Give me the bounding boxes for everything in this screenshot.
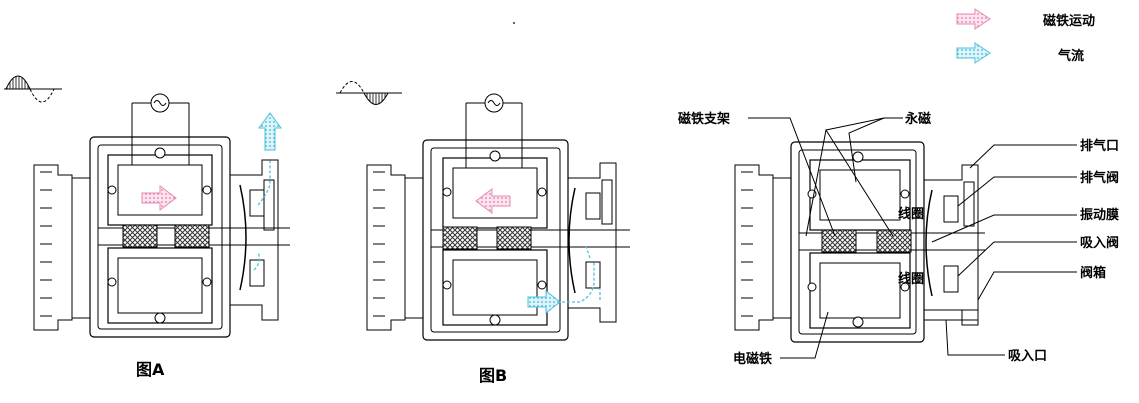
magnet-motion-arrow xyxy=(141,185,177,211)
pump-figure-b xyxy=(366,93,630,341)
ac-source-icon xyxy=(131,93,190,168)
valve-box-label: 阀箱 xyxy=(1080,266,1107,281)
legend-airflow-label: 气流 xyxy=(1058,49,1085,64)
coil-upper-label: 线圈 xyxy=(898,207,925,222)
exhaust-valve-label: 排气阀 xyxy=(1080,171,1120,186)
waveform-a-icon xyxy=(4,75,62,103)
pump-figure-labeled xyxy=(734,117,1077,359)
airflow-arrow xyxy=(527,289,561,315)
magnet-holder-label: 磁铁支架 xyxy=(678,112,731,127)
permanent-magnet-label: 永磁 xyxy=(905,112,932,127)
figure-a-caption: 图A xyxy=(136,360,165,379)
airflow-legend-arrow xyxy=(956,42,991,64)
diaphragm-label: 振动膜 xyxy=(1080,208,1120,223)
waveform-b-icon xyxy=(336,81,402,105)
pump-figure-a xyxy=(33,93,290,338)
intake-port-label: 吸入口 xyxy=(1008,349,1048,364)
exhaust-port-label: 排气口 xyxy=(1080,139,1120,154)
airflow-arrow xyxy=(258,112,282,151)
ac-source-icon xyxy=(465,93,523,168)
coil-lower-label: 线圈 xyxy=(898,272,925,287)
magnet-motion-legend-arrow xyxy=(956,8,991,30)
intake-valve-label: 吸入阀 xyxy=(1080,236,1120,251)
electromagnet-label: 电磁铁 xyxy=(733,352,773,367)
figure-b-caption: 图B xyxy=(479,366,508,385)
legend-magnet-motion-label: 磁铁运动 xyxy=(1043,14,1096,29)
legend xyxy=(956,8,991,64)
magnet-motion-arrow xyxy=(475,188,511,214)
